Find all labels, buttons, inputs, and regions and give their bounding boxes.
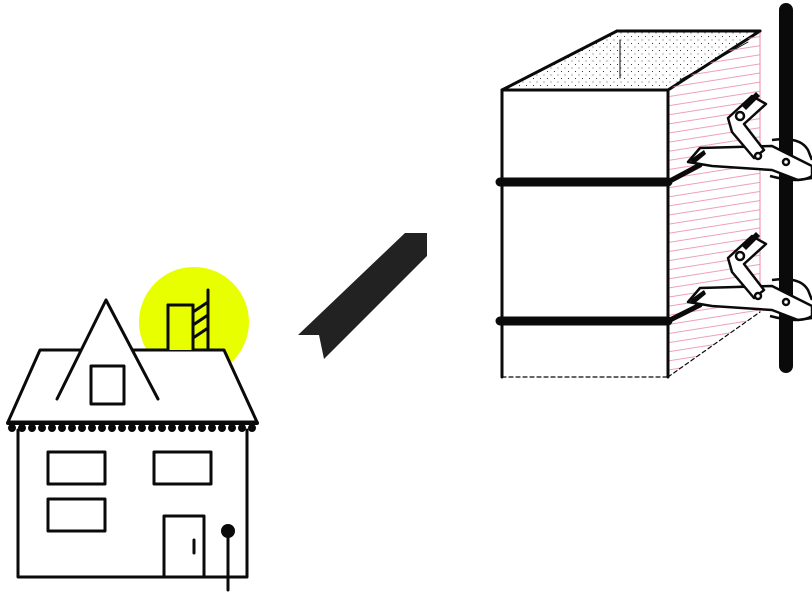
chimney-front-icon xyxy=(500,88,670,379)
roof-icon xyxy=(6,298,259,424)
bracket-icon xyxy=(686,94,812,322)
house-icon xyxy=(6,267,259,592)
window-icon xyxy=(46,450,107,486)
strap-band-icon xyxy=(495,302,703,326)
house-wall-icon xyxy=(16,428,249,579)
attic-window-icon xyxy=(89,364,126,406)
window-icon xyxy=(152,450,213,486)
post-icon xyxy=(221,524,235,592)
strap-band-icon xyxy=(495,162,703,187)
door-icon xyxy=(162,514,206,579)
window-icon xyxy=(46,497,107,533)
scallop-row xyxy=(8,424,256,432)
clamp-teeth xyxy=(690,92,760,304)
arrow-icon xyxy=(298,233,427,359)
chimney-side-icon xyxy=(668,31,760,377)
chimney-jacket-with-strap-brackets xyxy=(495,29,762,379)
